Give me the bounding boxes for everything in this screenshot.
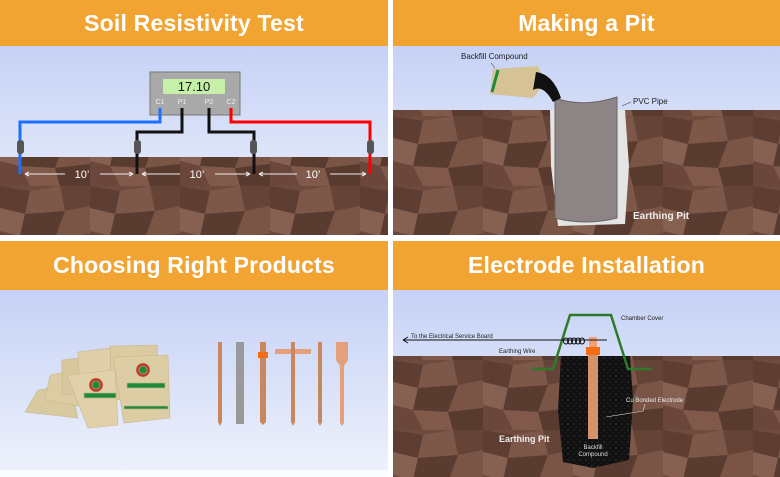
spacing-label: 10’	[190, 169, 205, 181]
panel-title: Electrode Installation	[393, 241, 780, 290]
meter-reading: 17.10	[178, 79, 211, 94]
chamber-cover	[532, 313, 652, 371]
panel-title: Soil Resistivity Test	[0, 0, 388, 46]
wire-coil	[563, 337, 585, 345]
cu-bonded-electrode	[588, 351, 598, 439]
soil-test-illustration: 17.10 C1 P1 P2 C2 10’ 10’ 10’	[0, 46, 388, 235]
resistivity-meter: 17.10 C1 P1 P2 C2	[149, 71, 241, 116]
backfill-bag	[490, 66, 561, 102]
label-service-board: To the Electrical Service Board	[411, 334, 493, 340]
electrode-installation-illustration: To the Electrical Service Board Earthing…	[393, 290, 780, 477]
label-backfill: Backfill	[583, 445, 602, 451]
soil-ground	[0, 157, 388, 235]
label-earthing-pit: Earthing Pit	[499, 434, 550, 444]
terminal-label: C1	[156, 99, 165, 106]
terminal-label: P1	[178, 99, 187, 106]
label-backfill-compound: Backfill Compound	[461, 52, 528, 61]
plate-electrode	[336, 342, 348, 426]
test-stakes	[17, 140, 374, 154]
panel-choosing-right-products: Choosing Right Products	[0, 241, 388, 477]
panel-title: Choosing Right Products	[0, 241, 388, 290]
electrode-rod	[218, 342, 222, 426]
spacing-label: 10’	[75, 169, 90, 181]
pvc-pipe	[554, 96, 618, 223]
label-cu-bonded-electrode: Cu Bonded Electrode	[626, 398, 684, 404]
terminal-label: C2	[227, 99, 236, 106]
panel-electrode-installation: Electrode Installation To the Electrical…	[393, 241, 780, 477]
label-chamber-cover: Chamber Cover	[621, 316, 663, 322]
earthing-electrodes	[218, 342, 348, 426]
label-compound: Compound	[578, 452, 607, 458]
gi-pipe-electrode	[236, 342, 244, 424]
electrode-with-clamp	[260, 342, 266, 425]
spacing-label: 10’	[306, 169, 321, 181]
panel-title: Making a Pit	[393, 0, 780, 46]
dimension-arrows	[24, 171, 367, 177]
label-pvc-pipe: PVC Pipe	[633, 97, 668, 106]
panel-making-a-pit: Making a Pit Backfill Compound PVC Pipe …	[393, 0, 780, 235]
backfill-bags	[24, 344, 171, 429]
products-illustration	[0, 290, 388, 477]
label-earthing-pit: Earthing Pit	[633, 211, 690, 222]
pit-illustration: Backfill Compound PVC Pipe Earthing Pit	[393, 46, 780, 235]
label-earthing-wire: Earthing Wire	[499, 349, 536, 355]
panel-soil-resistivity-test: Soil Resistivity Test 17.10 C1 P1 P2 C2	[0, 0, 388, 235]
terminal-label: P2	[205, 99, 214, 106]
electrode-rod	[318, 342, 322, 426]
